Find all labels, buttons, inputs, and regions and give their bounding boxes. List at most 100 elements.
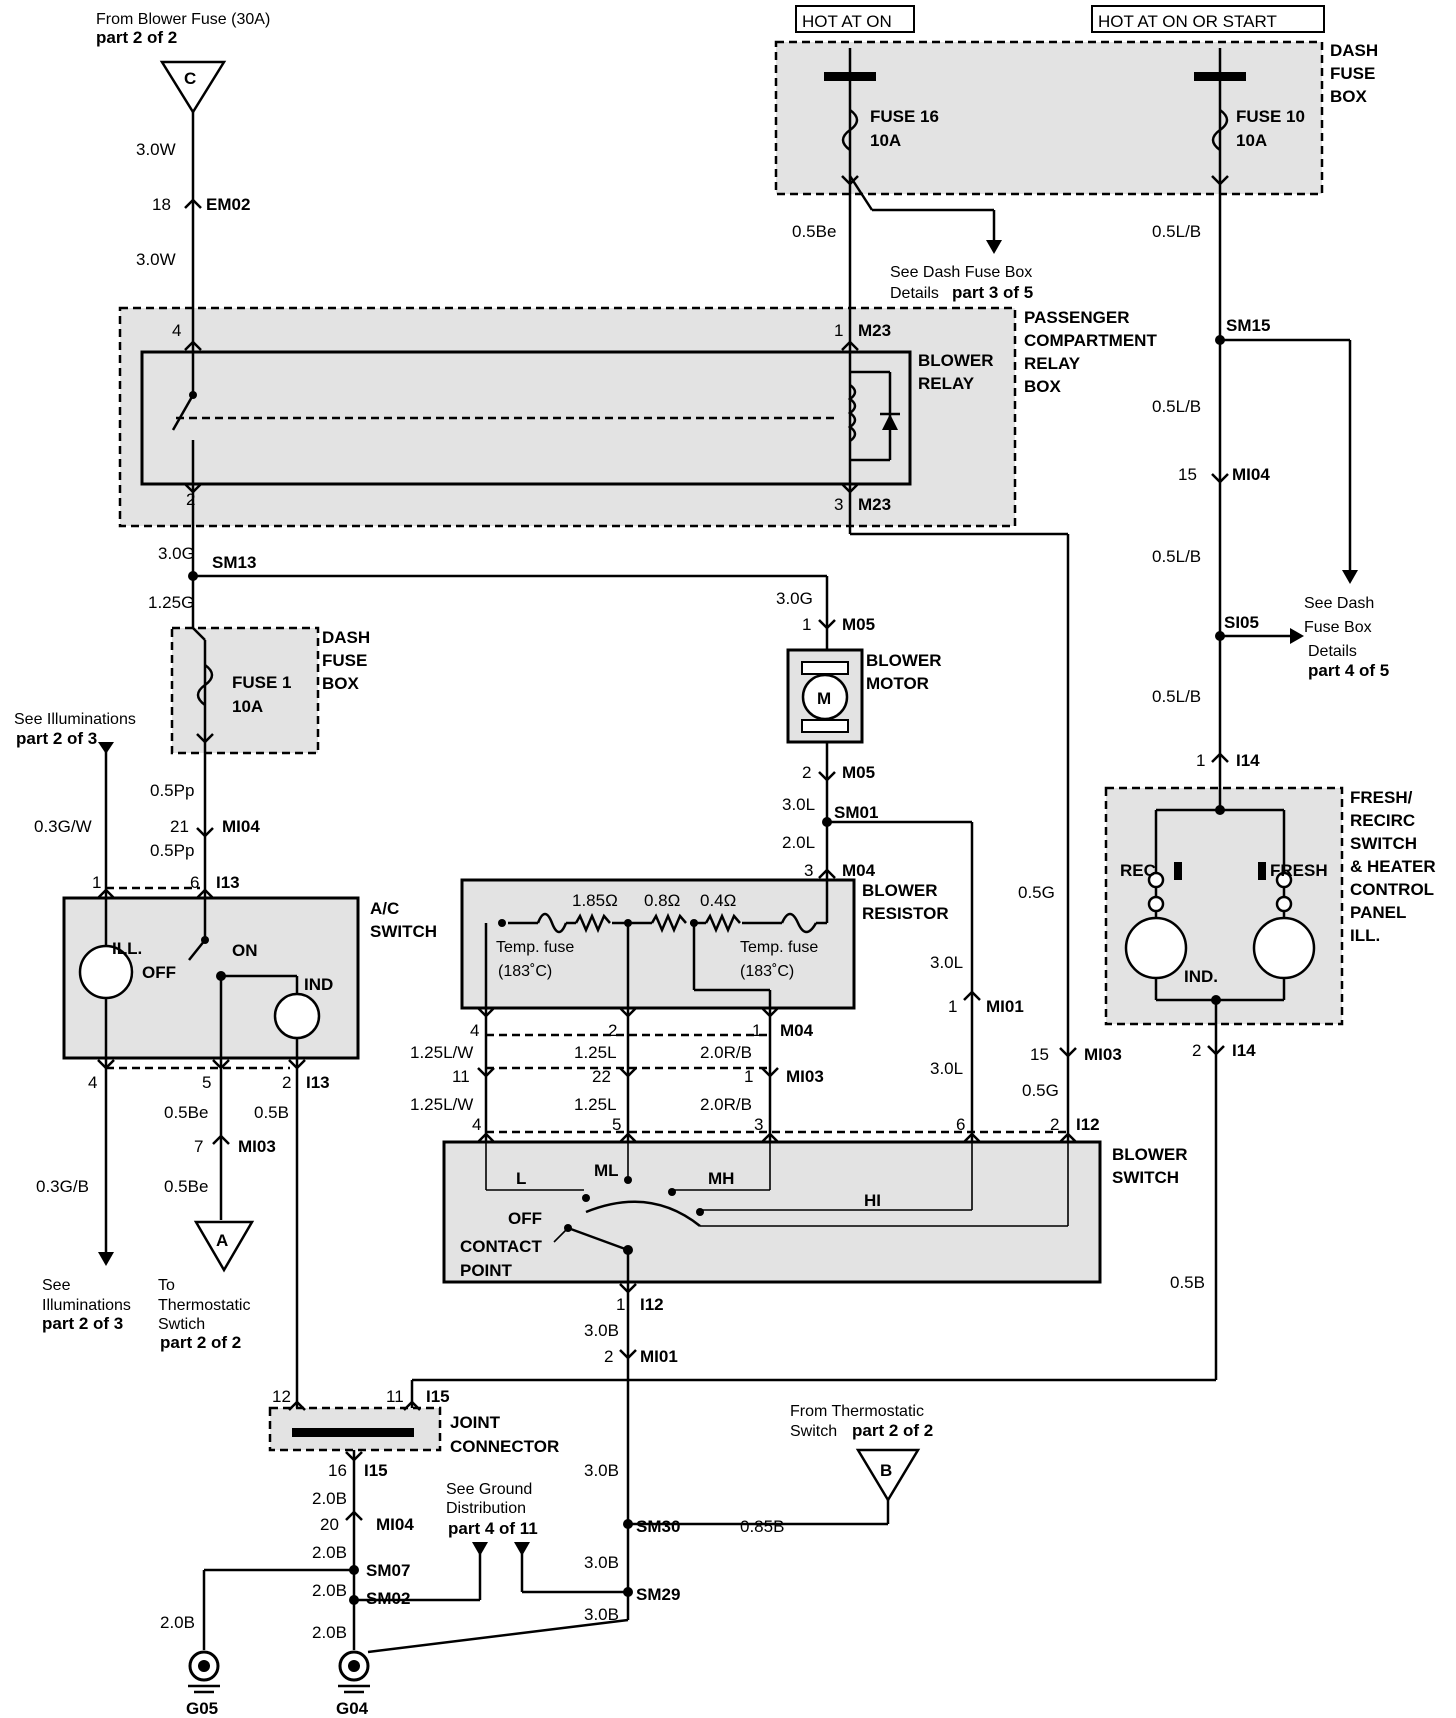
fresh-label-3: SWITCH <box>1350 834 1417 853</box>
mi01-pin-1: 1 <box>948 997 957 1016</box>
i14-pin-1: 1 <box>1196 751 1205 770</box>
wire-2-0b-d: 2.0B <box>160 1613 195 1632</box>
relay-box-label-4: BOX <box>1024 377 1062 396</box>
wire-2-0rb-b: 2.0R/B <box>700 1095 752 1114</box>
mi03-pin-11: 11 <box>452 1067 470 1086</box>
wire-to-g04 <box>367 1618 629 1654</box>
sm15-label: SM15 <box>1226 316 1270 335</box>
arrow-si05-details <box>1290 628 1304 644</box>
connector-a-triangle <box>193 1220 255 1273</box>
m05-top-pin: 1 <box>802 615 811 634</box>
wire-2-0b-b: 2.0B <box>312 1543 347 1562</box>
ground-g05-label: G05 <box>186 1699 218 1718</box>
dash-fuse-left-1: DASH <box>322 628 370 647</box>
blower-switch-label-1: BLOWER <box>1112 1145 1188 1164</box>
i12-pin-6: 6 <box>956 1115 965 1134</box>
relay-switch-blade <box>171 394 195 431</box>
dash-fuse-box-label-1: DASH <box>1330 41 1378 60</box>
fuse16-label: FUSE 16 <box>870 107 939 126</box>
fresh-contact-top <box>1275 871 1293 889</box>
resistor-0-8 <box>650 912 687 934</box>
switch-mh-label: MH <box>708 1169 734 1188</box>
ac-ill-lamp <box>78 944 134 1000</box>
m05-bot-pin: 2 <box>802 763 811 782</box>
switch-off-label: OFF <box>508 1209 542 1228</box>
wire-0-85b: 0.85B <box>740 1517 784 1536</box>
i15-top-label: I15 <box>426 1387 450 1406</box>
fresh-label-2: RECIRC <box>1350 811 1415 830</box>
fresh-label-4: & HEATER <box>1350 857 1436 876</box>
joint-pin-11: 11 <box>386 1387 404 1406</box>
bsw-dot-ml <box>624 1176 632 1184</box>
relay-pin-2: 2 <box>186 490 195 509</box>
blower-switch-body <box>442 1140 1102 1284</box>
connector-c-label: C <box>184 69 196 88</box>
ac-pin-5: 5 <box>202 1073 211 1092</box>
arrow-ground-2 <box>514 1542 530 1556</box>
ground-g04-label: G04 <box>336 1699 369 1718</box>
i13-bot-label: I13 <box>306 1073 330 1092</box>
wire-0-5pp-a: 0.5Pp <box>150 781 194 800</box>
wire-3-0l-motor: 3.0L <box>782 795 815 814</box>
wire-3-0w-a: 3.0W <box>136 140 176 159</box>
motor-m: M <box>817 689 831 708</box>
arrow-illum-out <box>98 1252 114 1266</box>
mi04-pin-20: 20 <box>320 1515 339 1534</box>
wire-1-25lw-a: 1.25L/W <box>410 1043 473 1062</box>
wire-2-0b-e: 2.0B <box>312 1623 347 1642</box>
wire-0-3gw: 0.3G/W <box>34 817 92 836</box>
relay-box-label-2: COMPARTMENT <box>1024 331 1157 350</box>
dash-fuse-left-3: BOX <box>322 674 360 693</box>
fuse1-rating: 10A <box>232 697 263 716</box>
ac-switch-label-2: SWITCH <box>370 922 437 941</box>
see-dash-part4-bold: part 4 of 5 <box>1308 661 1389 680</box>
mi01-pin-2: 2 <box>604 1347 613 1366</box>
bsw-dot-l <box>582 1194 590 1202</box>
junction-sm01 <box>822 817 832 827</box>
mi01-label-mid: MI01 <box>986 997 1024 1016</box>
i12-pin-4: 4 <box>472 1115 481 1134</box>
mi01-label-bot: MI01 <box>640 1347 678 1366</box>
rec-label: REC <box>1120 861 1156 880</box>
res-dot-mh <box>690 919 698 927</box>
fresh-label: FRESH <box>1270 861 1328 880</box>
from-blower-fuse-text: From Blower Fuse (30A) <box>96 11 270 28</box>
temp-fuse-2-label: Temp. fuse <box>740 939 818 956</box>
ac-off-label: OFF <box>142 963 176 982</box>
fresh-recirc-outline <box>1104 786 1344 1026</box>
wire-1-25g: 1.25G <box>148 593 194 612</box>
see-illum-bot-2: Illuminations <box>42 1297 131 1314</box>
m04-label-top: M04 <box>842 861 876 880</box>
wire-1-25lw-b: 1.25L/W <box>410 1095 473 1114</box>
res-dot-ml <box>624 919 632 927</box>
wire-3-0b-b: 3.0B <box>584 1461 619 1480</box>
arrow-sm15-details <box>1342 570 1358 584</box>
i13-top-label: I13 <box>216 873 240 892</box>
mi04-pin-15: 15 <box>1178 465 1197 484</box>
fuse10-label: FUSE 10 <box>1236 107 1305 126</box>
dash-fuse-box-top-outline <box>774 40 1324 196</box>
fresh-label-7: ILL. <box>1350 926 1380 945</box>
fresh-switch-bar <box>1258 862 1266 880</box>
rec-switch-bar <box>1174 862 1182 880</box>
joint-connector-outline <box>268 1406 442 1452</box>
mi03-pin-22: 22 <box>592 1067 611 1086</box>
fuse16-symbol <box>841 108 859 152</box>
ind-label: IND. <box>1184 967 1218 986</box>
mi03-label-right: MI03 <box>1084 1045 1122 1064</box>
dash-fuse-left-2: FUSE <box>322 651 367 670</box>
from-thermo-2: Switch <box>790 1423 837 1440</box>
joint-pin-16: 16 <box>328 1461 347 1480</box>
junction-sm30 <box>623 1519 633 1529</box>
junction-fr-top <box>1215 805 1225 815</box>
rec-contact-top <box>1147 871 1165 889</box>
fuse10-symbol <box>1211 108 1229 152</box>
hot-at-on-start-box <box>1091 5 1325 33</box>
ac-ind-lamp <box>273 992 321 1040</box>
mi04-label-right: MI04 <box>1232 465 1270 484</box>
arrow-illum-in <box>98 742 114 754</box>
relay-pin-3: 3 <box>834 495 843 514</box>
relay-pin-1: 1 <box>834 321 843 340</box>
see-dash-part4-2: Fuse Box <box>1304 619 1372 636</box>
junction-sm07 <box>349 1565 359 1575</box>
